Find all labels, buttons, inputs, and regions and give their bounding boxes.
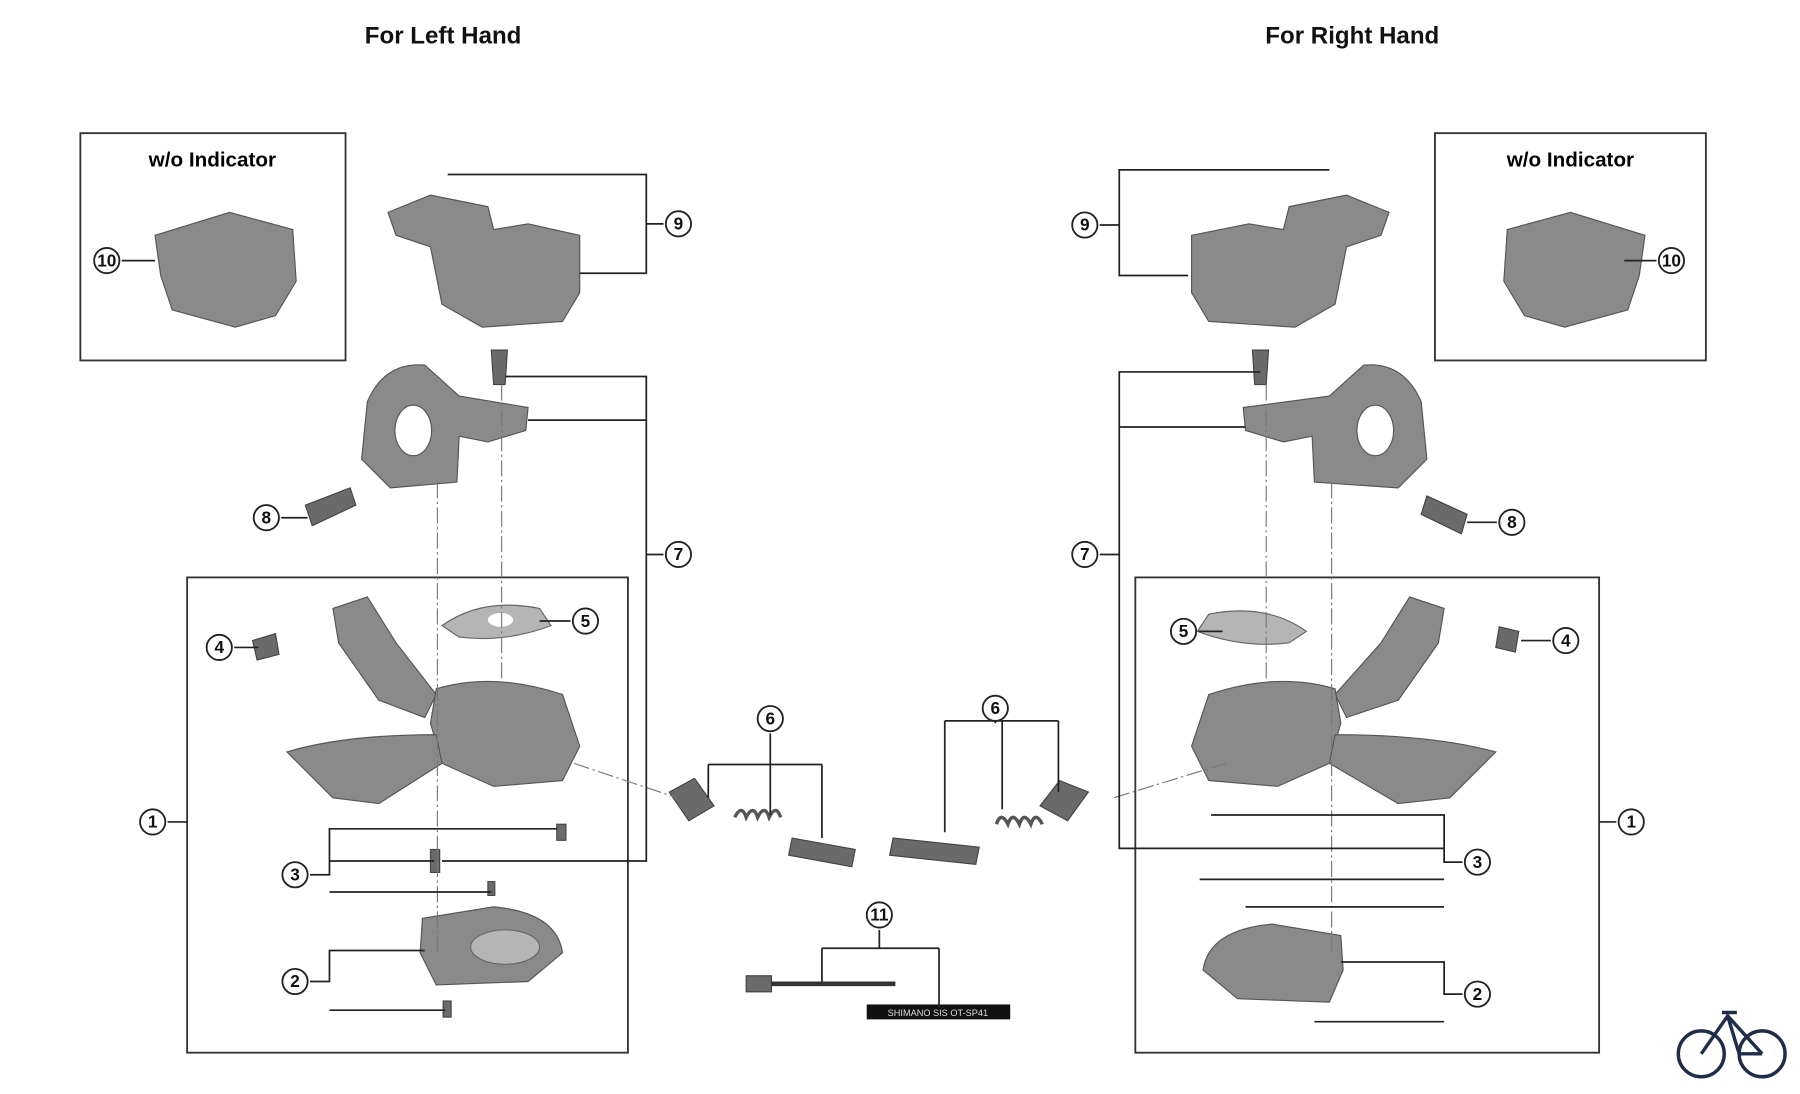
cable-print: SHIMANO SIS OT-SP41	[888, 1008, 988, 1018]
svg-text:4: 4	[1561, 630, 1571, 650]
left-inset-label: w/o Indicator	[148, 148, 276, 171]
svg-text:10: 10	[97, 250, 116, 270]
svg-text:5: 5	[581, 611, 591, 631]
callout-right-4: 4	[1552, 627, 1580, 655]
inner-cable: SHIMANO SIS OT-SP41	[745, 975, 1011, 1020]
callout-11: 11	[865, 901, 893, 929]
left-main-body	[429, 680, 581, 787]
svg-text:3: 3	[1473, 852, 1483, 872]
left-adjuster-cap	[668, 777, 715, 822]
right-inset-label: w/o Indicator	[1506, 148, 1634, 171]
left-cover-no-indicator	[154, 211, 297, 328]
callout-right-7: 7	[1071, 540, 1099, 569]
svg-text:1: 1	[148, 812, 158, 832]
left-adjuster-spring	[733, 808, 783, 822]
left-fixing-bolt	[490, 349, 509, 386]
callout-left-1: 1	[139, 808, 167, 836]
callout-right-9: 9	[1071, 211, 1099, 239]
svg-text:6: 6	[990, 698, 1000, 718]
left-adjuster-bolt	[787, 837, 856, 868]
callout-left-5: 5	[571, 607, 600, 635]
callout-right-8: 8	[1498, 508, 1526, 536]
callout-right-5: 5	[1169, 617, 1198, 645]
leader-lines	[121, 169, 1657, 1023]
callout-right-3: 3	[1463, 848, 1491, 876]
callout-right-2: 2	[1463, 980, 1491, 1008]
svg-text:3: 3	[290, 864, 300, 884]
svg-text:2: 2	[1473, 984, 1483, 1004]
left-hand-title: For Left Hand	[365, 23, 522, 50]
right-lever-assembly-box	[1134, 576, 1601, 1054]
left-indicator-cover	[387, 194, 581, 328]
callout-right-6: 6	[981, 694, 1009, 722]
svg-text:1: 1	[1626, 812, 1636, 832]
left-release-lever	[332, 596, 437, 719]
svg-text:4: 4	[214, 637, 224, 657]
callout-left-8: 8	[252, 504, 280, 532]
callout-left-6: 6	[756, 705, 784, 733]
bicycle-icon	[1676, 1010, 1787, 1079]
callout-left-4: 4	[205, 633, 233, 661]
right-inset-box	[1434, 132, 1707, 362]
left-lever-assembly-box	[186, 576, 629, 1054]
svg-text:10: 10	[1662, 250, 1681, 270]
callout-left-3: 3	[281, 861, 309, 889]
svg-text:9: 9	[674, 214, 684, 234]
right-parts	[888, 194, 1646, 1003]
alignment-lines	[436, 384, 1333, 953]
callout-left-10: 10	[93, 247, 121, 275]
callout-left-2: 2	[281, 967, 309, 996]
callout-left-7: 7	[664, 540, 692, 569]
left-cap	[251, 632, 280, 661]
svg-text:9: 9	[1080, 215, 1090, 235]
callout-right-10: 10	[1657, 247, 1685, 275]
callout-right-1: 1	[1617, 808, 1645, 836]
left-parts	[154, 194, 856, 1018]
callout-left-9: 9	[664, 210, 692, 238]
left-inset-box	[79, 132, 347, 362]
left-clamp-band	[361, 364, 529, 489]
svg-text:7: 7	[1080, 544, 1090, 564]
callout-markers: 9 10 8 7 5 4 6 1 3 2 11 9 10 8 7 5 4 6 1…	[93, 210, 1685, 1008]
svg-text:5: 5	[1179, 621, 1189, 641]
svg-text:6: 6	[765, 708, 775, 728]
left-main-lever	[285, 734, 443, 805]
svg-text:11: 11	[870, 905, 889, 925]
svg-text:8: 8	[1507, 512, 1517, 532]
svg-text:2: 2	[290, 971, 300, 991]
left-clamp-bolt	[304, 487, 357, 527]
svg-text:7: 7	[674, 544, 684, 564]
svg-text:8: 8	[262, 507, 272, 527]
right-hand-title: For Right Hand	[1265, 23, 1439, 50]
